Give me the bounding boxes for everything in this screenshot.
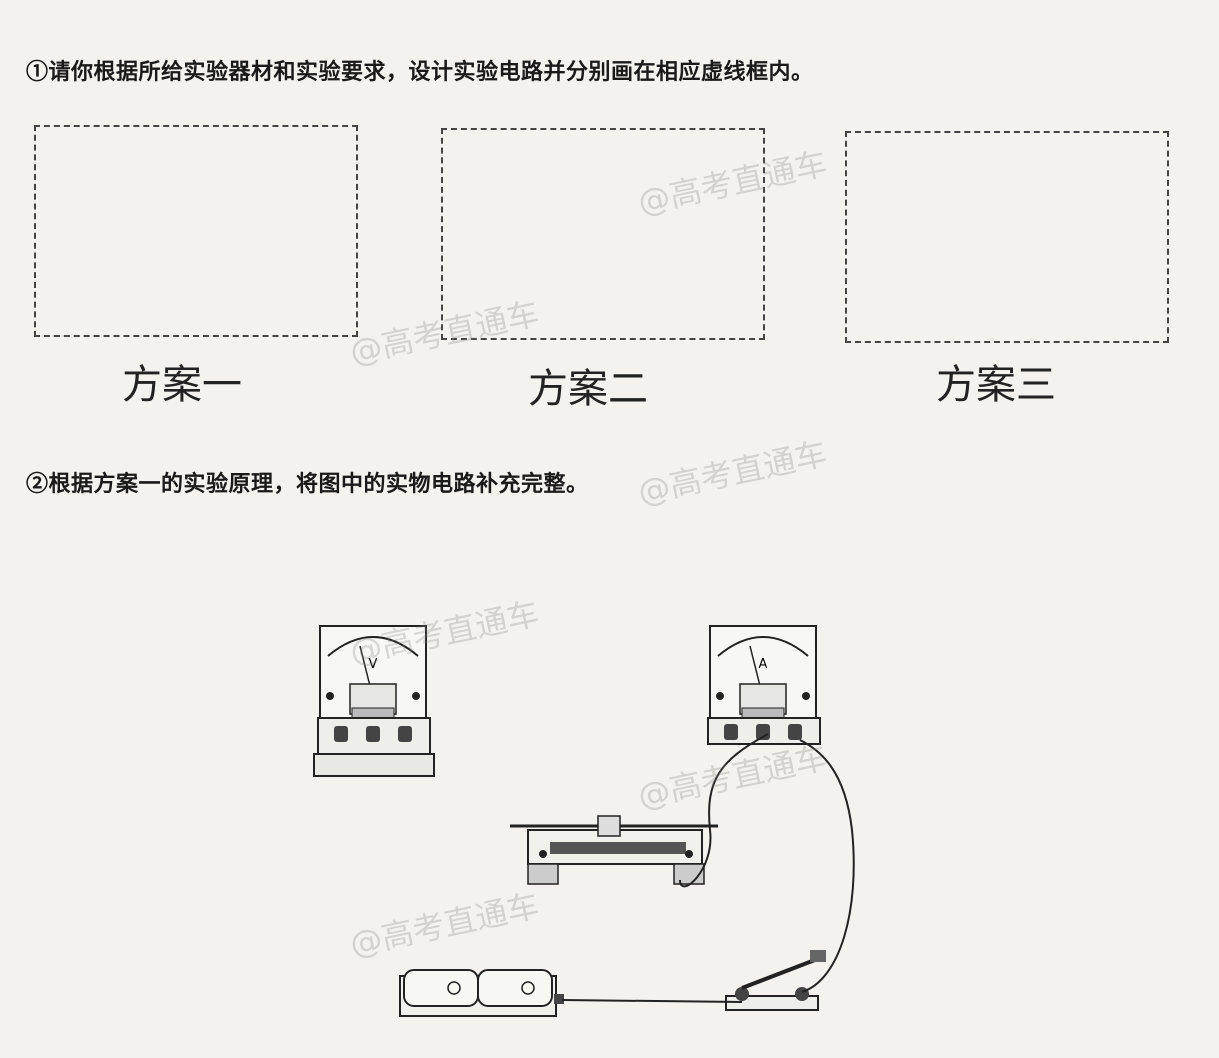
answer-box-1[interactable] (34, 125, 358, 337)
box-label-3: 方案三 (936, 362, 1056, 408)
voltmeter-symbol: V (369, 657, 378, 672)
question-1: ①请你根据所给实验器材和实验要求，设计实验电路并分别画在相应虚线框内。 (26, 59, 814, 85)
ammeter-icon: A (707, 625, 821, 745)
watermark: @高考直通车 (634, 434, 831, 512)
answer-box-2[interactable] (441, 128, 765, 340)
circuit-diagram: V A (313, 625, 855, 1017)
box-label-1: 方案一 (122, 362, 242, 408)
box-label-2: 方案二 (528, 366, 648, 412)
rheostat-icon (510, 815, 718, 885)
battery-icon (399, 969, 564, 1017)
ammeter-symbol: A (759, 657, 768, 672)
question-2: ②根据方案一的实验原理，将图中的实物电路补充完整。 (26, 471, 589, 497)
voltmeter-icon: V (313, 625, 435, 777)
answer-box-3[interactable] (845, 131, 1169, 343)
wires (561, 733, 855, 1003)
